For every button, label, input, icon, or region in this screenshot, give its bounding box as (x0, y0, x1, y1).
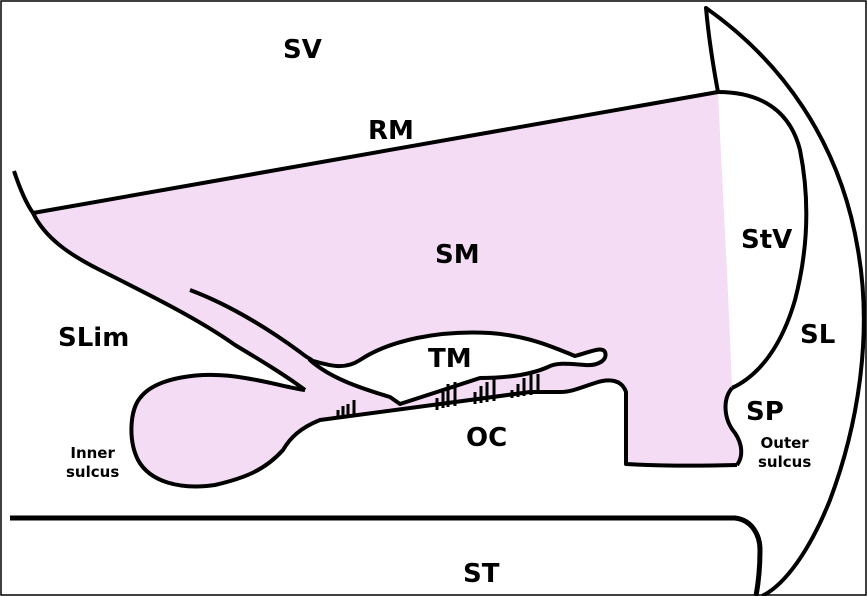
spiral-ligament-outline (706, 8, 864, 596)
label-sl: SL (800, 322, 835, 348)
label-sp: SP (746, 399, 784, 425)
left-wall-line (14, 171, 33, 213)
label-stv: StV (741, 227, 792, 253)
label-oc: OC (466, 425, 507, 451)
label-st: ST (463, 561, 499, 587)
label-outer-sulcus: Outer sulcus (758, 434, 811, 472)
label-sv: SV (283, 37, 322, 63)
label-sm: SM (435, 242, 480, 268)
label-inner-sulcus-line1: Inner (66, 444, 119, 463)
label-tm: TM (428, 346, 472, 372)
label-inner-sulcus: Inner sulcus (66, 444, 119, 482)
label-inner-sulcus-line2: sulcus (66, 463, 119, 482)
label-outer-sulcus-line1: Outer (758, 434, 811, 453)
scala-tympani-top-line (10, 518, 760, 596)
label-slim: SLim (58, 325, 129, 351)
label-outer-sulcus-line2: sulcus (758, 453, 811, 472)
label-rm: RM (368, 118, 414, 144)
